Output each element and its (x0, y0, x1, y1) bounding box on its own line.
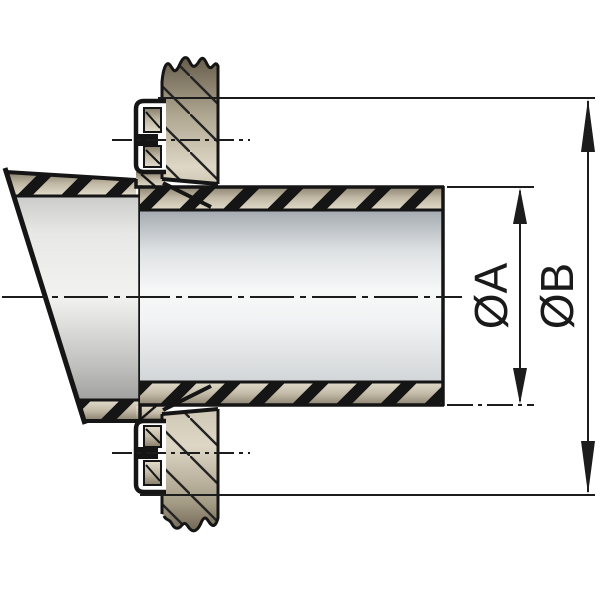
centerlines (2, 139, 462, 454)
flange-cone (2, 167, 163, 425)
hole-chamfer-top (162, 181, 212, 209)
hole-chamfer-bottom (162, 384, 212, 412)
dim-label-a: ØA (465, 262, 517, 329)
locknut-bottom (133, 418, 166, 495)
dim-label-b: ØB (531, 263, 583, 329)
arrow-a-bottom (513, 368, 527, 404)
arrow-b-bottom (581, 441, 595, 494)
dimension-a: ØA (447, 186, 534, 406)
locknut-top (133, 98, 166, 175)
arrow-b-top (581, 99, 595, 152)
dimension-b: ØB (140, 97, 595, 496)
wall-top-section (160, 56, 220, 209)
arrow-a-top (513, 188, 527, 224)
wall-bottom-section (160, 384, 220, 533)
